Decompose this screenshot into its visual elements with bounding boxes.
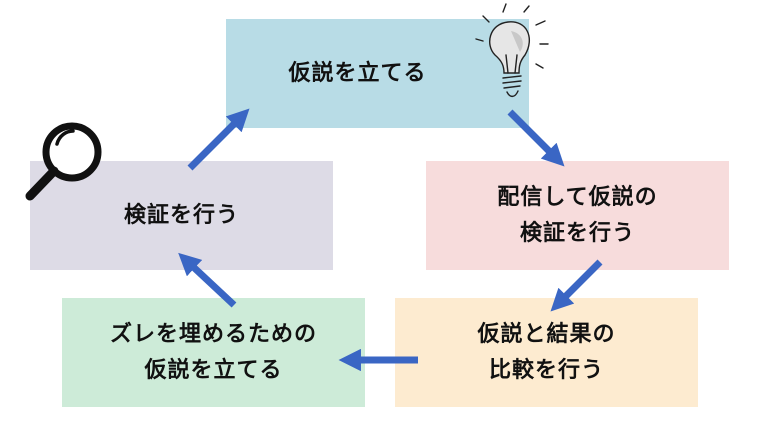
step-hypothesis-label: 仮説を立てる: [288, 60, 427, 86]
step-verify-box: 検証を行う: [30, 161, 333, 270]
step-gap-label-line2: 仮説を立てる: [144, 357, 283, 383]
step-delivery-verify-label-line2: 検証を行う: [519, 220, 635, 246]
step-compare-label-line1: 仮説と結果の: [477, 321, 616, 347]
step-compare-box: 仮説と結果の 比較を行う: [395, 298, 698, 407]
step-verify-label: 検証を行う: [123, 202, 239, 228]
step-hypothesis-box: 仮説を立てる: [226, 19, 529, 128]
step-delivery-verify-label-line1: 配信して仮説の: [497, 184, 658, 210]
step-delivery-verify-box: 配信して仮説の 検証を行う: [426, 161, 729, 270]
step-gap-label-line1: ズレを埋めるための: [109, 321, 317, 347]
step-compare-label-line2: 比較を行う: [488, 357, 604, 383]
step-gap-box: ズレを埋めるための 仮説を立てる: [62, 298, 365, 407]
